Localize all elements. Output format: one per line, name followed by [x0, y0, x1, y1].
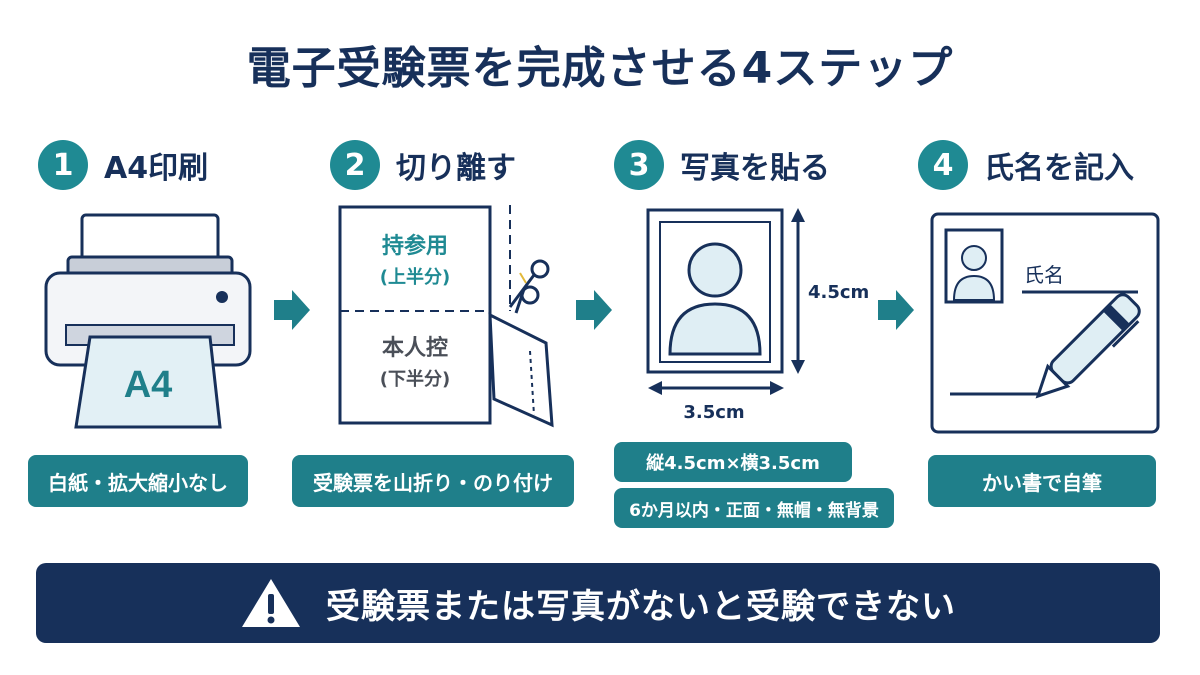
scissors-icon — [508, 259, 550, 314]
step-1-header: 1 A4印刷 — [38, 137, 208, 193]
upper-label: 持参用 — [382, 233, 448, 259]
step-title: A4印刷 — [104, 151, 209, 186]
arrow-right-icon — [576, 290, 612, 330]
step-4-badge: かい書で自筆 — [928, 455, 1156, 507]
printer-icon: A4 — [44, 213, 252, 429]
width-label: 3.5cm — [683, 402, 744, 423]
warning-banner: 受験票または写真がないと受験できない — [36, 563, 1160, 643]
step-3-badge-2: 6か月以内・正面・無帽・無背景 — [614, 488, 894, 528]
warning-icon — [242, 579, 300, 627]
step-number: 4 — [918, 140, 968, 190]
name-form-illustration: 氏名 — [930, 212, 1160, 434]
step-2-badge: 受験票を山折り・のり付け — [292, 455, 574, 507]
step-title: 氏名を記入 — [984, 151, 1134, 186]
lower-label: 本人控 — [382, 335, 448, 361]
pen-icon — [1035, 293, 1141, 399]
person-photo-icon — [668, 242, 762, 356]
cut-sheet-illustration: 持参用 (上半分) 本人控 (下半分) — [338, 205, 554, 428]
step-3-badge: 縦4.5cm×横3.5cm — [614, 442, 852, 482]
arrow-right-icon — [878, 290, 914, 330]
upper-sub: (上半分) — [380, 266, 450, 288]
paper-label: A4 — [124, 364, 173, 406]
step-3-header: 3 写真を貼る — [614, 137, 830, 193]
photo-illustration: 4.5cm 3.5cm — [646, 208, 869, 423]
warning-text: 受験票または写真がないと受験できない — [326, 586, 956, 627]
step-title: 写真を貼る — [680, 151, 830, 186]
arrow-right-icon — [274, 290, 310, 330]
step-title: 切り離す — [396, 151, 516, 186]
height-label: 4.5cm — [808, 282, 869, 303]
page-title: 電子受験票を完成させる4ステップ — [246, 43, 954, 94]
lower-sub: (下半分) — [380, 368, 450, 390]
step-number: 1 — [38, 140, 88, 190]
step-number: 3 — [614, 140, 664, 190]
step-2-header: 2 切り離す — [330, 137, 516, 193]
step-number: 2 — [330, 140, 380, 190]
name-label: 氏名 — [1024, 263, 1064, 287]
step-1-badge: 白紙・拡大縮小なし — [28, 455, 248, 507]
step-4-header: 4 氏名を記入 — [918, 137, 1134, 193]
